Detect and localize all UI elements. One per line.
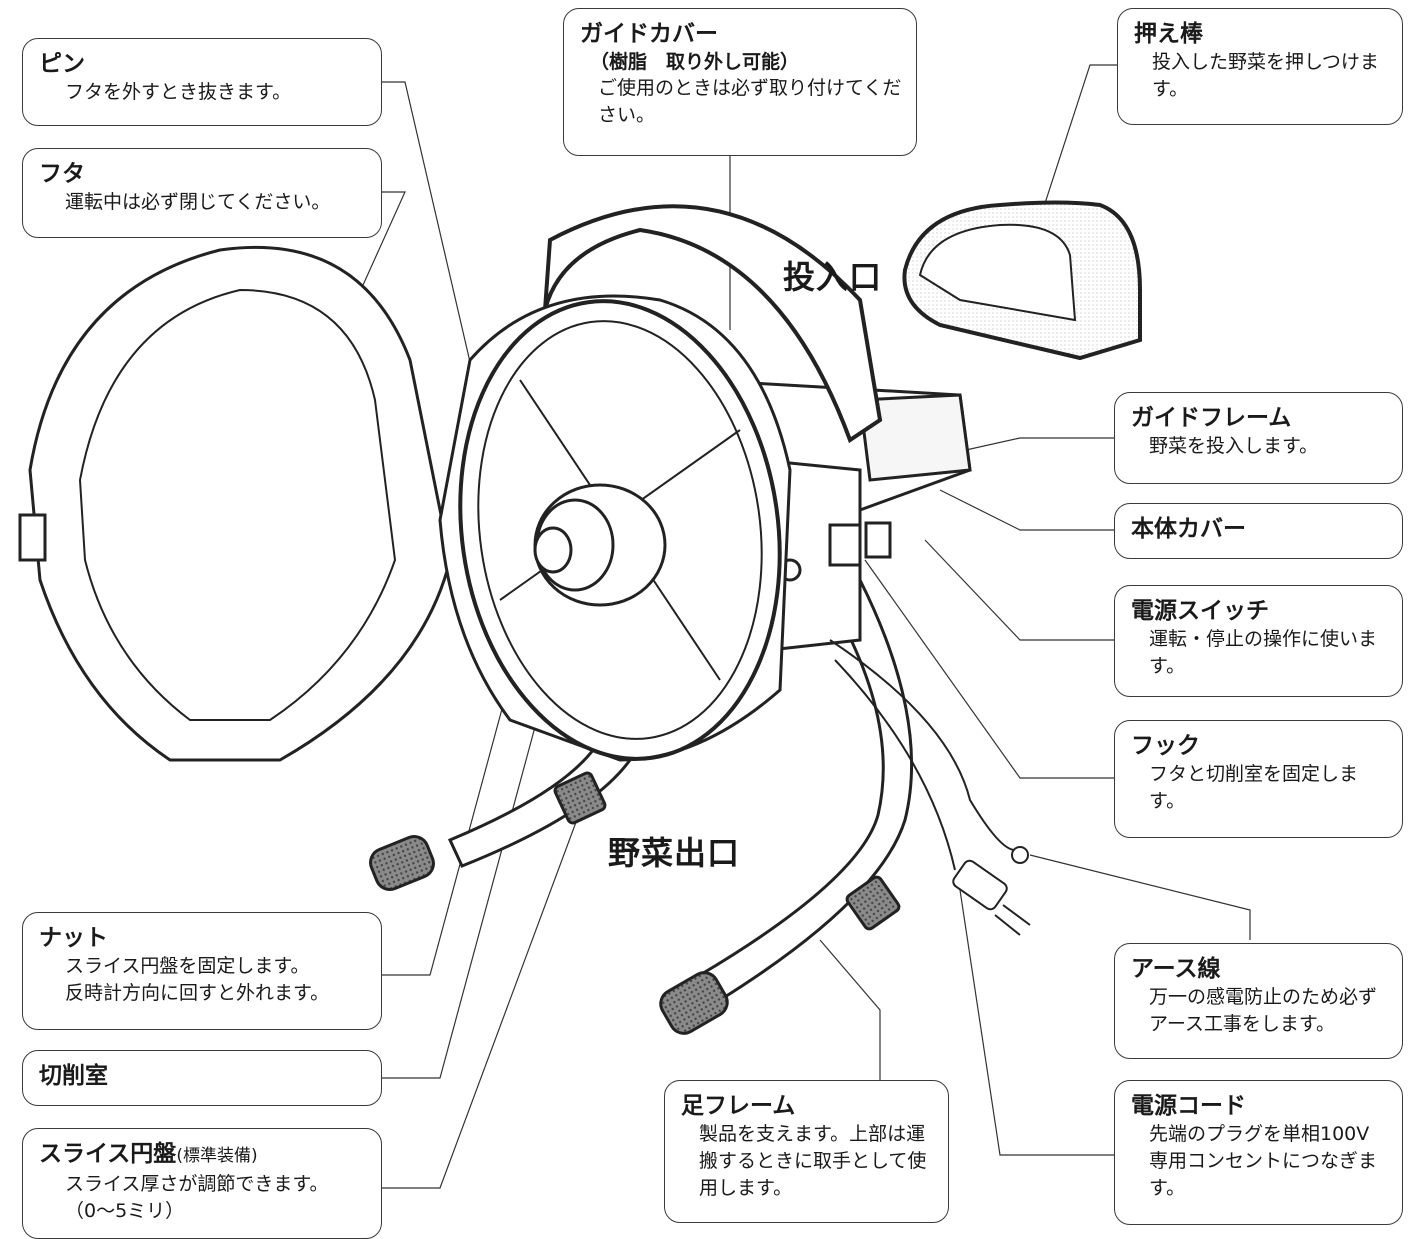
- lid-desc: 運転中は必ず閉じてください。: [65, 191, 331, 213]
- callout-pin: ピン フタを外すとき抜きます。: [22, 38, 382, 126]
- hook-desc: フタと切削室を固定します。: [1149, 763, 1359, 812]
- callout-cutting-chamber: 切削室: [22, 1050, 382, 1106]
- slice-disc-desc-2: （0〜5ミリ）: [65, 1200, 185, 1222]
- callout-pusher: 押え棒 投入した野菜を押しつけます。: [1117, 8, 1403, 125]
- cutting-chamber-title: 切削室: [39, 1063, 108, 1089]
- leg-frame-desc: 製品を支えます。上部は運搬するときに取手として使用します。: [699, 1123, 927, 1199]
- power-cord-title: 電源コード: [1131, 1093, 1246, 1119]
- slice-disc-desc-1: スライス厚さが調節できます。: [65, 1173, 329, 1195]
- outlet-label: 野菜出口: [608, 834, 741, 872]
- slice-disc-title: スライス円盤: [39, 1141, 177, 1167]
- lid: [18, 245, 452, 762]
- pusher-desc: 投入した野菜を押しつけます。: [1152, 51, 1379, 100]
- guide-frame-title: ガイドフレーム: [1131, 405, 1292, 431]
- hook-title: フック: [1131, 733, 1200, 759]
- callout-body-cover: 本体カバー: [1114, 503, 1403, 559]
- guide-frame-desc: 野菜を投入します。: [1149, 435, 1319, 457]
- callout-guide-cover: ガイドカバー （樹脂 取り外し可能） ご使用のときは必ず取り付けてください。: [563, 8, 917, 156]
- callout-guide-frame: ガイドフレーム 野菜を投入します。: [1114, 392, 1403, 484]
- callout-power-switch: 電源スイッチ 運転・停止の操作に使います。: [1114, 585, 1403, 697]
- pin-title: ピン: [39, 51, 85, 77]
- cutting-chamber: [438, 294, 792, 762]
- power-switch-desc: 運転・停止の操作に使います。: [1149, 628, 1378, 677]
- cords: [829, 639, 1031, 936]
- guide-cover-title: ガイドカバー: [580, 21, 718, 47]
- slice-disc-title-note: (標準装備): [176, 1146, 258, 1166]
- nut-desc-2: 反時計方向に回すと外れます。: [65, 982, 330, 1004]
- callout-nut: ナット スライス円盤を固定します。 反時計方向に回すと外れます。: [22, 912, 382, 1030]
- guide-cover-desc: ご使用のときは必ず取り付けてください。: [598, 77, 902, 126]
- callout-earth-wire: アース線 万一の感電防止のため必ずアース工事をします。: [1114, 943, 1403, 1059]
- callout-lid: フタ 運転中は必ず閉じてください。: [22, 148, 382, 238]
- earth-wire-title: アース線: [1131, 956, 1221, 982]
- power-cord-desc: 先端のプラグを単相100V専用コンセントにつなぎます。: [1149, 1123, 1378, 1199]
- pin-desc: フタを外すとき抜きます。: [65, 81, 292, 103]
- power-switch-title: 電源スイッチ: [1131, 598, 1269, 624]
- nut-desc-1: スライス円盤を固定します。: [65, 955, 310, 977]
- pusher-title: 押え棒: [1134, 21, 1203, 47]
- leg-frame-title: 足フレーム: [681, 1093, 796, 1119]
- earth-wire-desc: 万一の感電防止のため必ずアース工事をします。: [1149, 986, 1378, 1035]
- lid-title: フタ: [39, 161, 85, 187]
- callout-power-cord: 電源コード 先端のプラグを単相100V専用コンセントにつなぎます。: [1114, 1080, 1403, 1225]
- inlet-label: 投入口: [783, 258, 883, 296]
- nut-title: ナット: [39, 925, 108, 951]
- guide-cover-subtitle: （樹脂 取り外し可能）: [590, 51, 800, 73]
- pusher: [902, 200, 1142, 361]
- callout-slice-disc: スライス円盤(標準装備) スライス厚さが調節できます。 （0〜5ミリ）: [22, 1128, 382, 1239]
- callout-hook: フック フタと切削室を固定します。: [1114, 720, 1403, 838]
- body-cover-title: 本体カバー: [1131, 516, 1246, 542]
- leg-frames: [369, 577, 914, 1035]
- callout-leg-frame: 足フレーム 製品を支えます。上部は運搬するときに取手として使用します。: [664, 1080, 949, 1223]
